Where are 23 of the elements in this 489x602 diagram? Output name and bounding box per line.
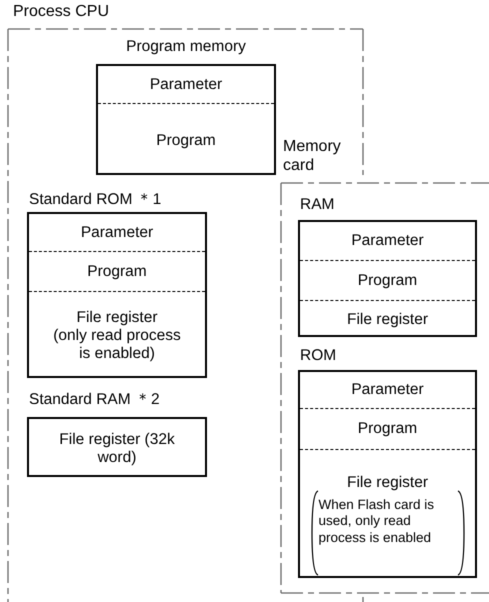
region-heading: Process CPU bbox=[13, 3, 110, 21]
section-label: File register bbox=[347, 311, 428, 329]
section-label: Parameter bbox=[150, 76, 222, 94]
note-text: When Flash card is used, only read process is enabled bbox=[318, 497, 436, 546]
section-note: (only read process is enabled) bbox=[52, 327, 182, 363]
memory-block bbox=[96, 38, 276, 175]
memory-block bbox=[298, 196, 477, 337]
section-label: File register bbox=[347, 474, 428, 492]
section-label: Parameter bbox=[351, 381, 424, 399]
section-label: Parameter bbox=[351, 232, 424, 250]
section-label: File register (32k word) bbox=[58, 431, 176, 467]
section-label: Program bbox=[358, 420, 418, 438]
block-heading: ROM bbox=[300, 347, 336, 365]
block-heading: Standard ROM ＊1 bbox=[29, 190, 162, 210]
block-heading: Program memory bbox=[125, 38, 247, 56]
block-heading: RAM bbox=[300, 196, 334, 214]
section-label: Program bbox=[156, 132, 216, 150]
section-label: File register bbox=[76, 309, 158, 328]
section-label: Parameter bbox=[80, 224, 154, 242]
region-heading: Memory card bbox=[283, 137, 342, 176]
block-heading: Standard RAM ＊2 bbox=[29, 390, 160, 410]
section-label: Program bbox=[358, 272, 418, 290]
section-label: Program bbox=[87, 262, 147, 280]
